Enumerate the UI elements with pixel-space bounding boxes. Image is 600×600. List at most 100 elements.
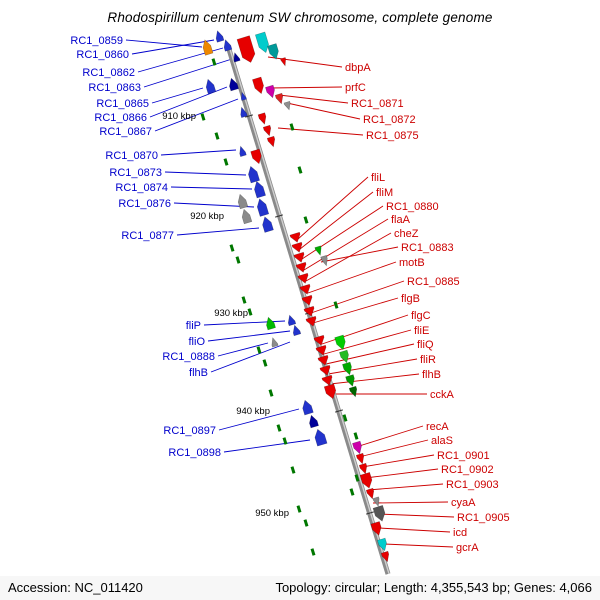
gene-arrow[interactable] [252,180,266,199]
gene-label-right[interactable]: dbpA [345,62,371,74]
gene-arrow[interactable] [345,374,357,388]
gene-label-left[interactable]: RC1_0865 [96,98,149,110]
gene-label-right[interactable]: fliL [371,172,385,184]
gene-arrow[interactable] [266,135,277,148]
gene-label-right[interactable]: recA [426,421,449,433]
gene-arrow[interactable] [359,472,374,489]
gene-arrow[interactable] [348,385,359,398]
gene-arrow[interactable] [358,462,369,475]
gene-arrow[interactable] [319,364,332,377]
gene-label-right[interactable]: prfC [345,82,366,94]
gene-arrow[interactable] [240,208,253,225]
gene-arrow[interactable] [320,255,330,267]
gene-label-right[interactable]: RC1_0902 [441,464,494,476]
gene-arrow[interactable] [314,245,323,256]
gene-arrow[interactable] [299,283,312,296]
gene-arrow[interactable] [239,91,247,101]
gene-label-left[interactable]: RC1_0888 [162,351,215,363]
gene-arrow[interactable] [377,537,388,552]
gene-arrow[interactable] [283,100,292,111]
gene-label-left[interactable]: fliO [189,336,206,348]
gene-label-left[interactable]: flhB [189,367,208,379]
gene-arrow[interactable] [355,452,366,465]
gene-label-right[interactable]: fliR [420,354,436,366]
gene-label-right[interactable]: gcrA [456,542,479,554]
gene-arrow[interactable] [289,231,302,244]
gene-label-left[interactable]: RC1_0877 [121,230,174,242]
gene-label-right[interactable]: RC1_0883 [401,242,454,254]
gene-arrow[interactable] [339,349,350,364]
gene-label-right[interactable]: cheZ [394,228,419,240]
gene-arrow[interactable] [236,35,257,65]
gene-arrow[interactable] [305,315,318,328]
gene-arrow[interactable] [334,334,348,351]
gene-arrow[interactable] [291,324,302,337]
gene-arrow[interactable] [270,337,279,348]
gene-arrow[interactable] [255,198,270,217]
gene-label-right[interactable]: fliE [414,325,429,337]
gene-arrow[interactable] [239,106,248,118]
gene-arrow[interactable] [342,361,353,376]
gene-arrow[interactable] [370,521,383,536]
gene-label-left[interactable]: RC1_0873 [109,167,162,179]
gene-arrow[interactable] [321,374,334,387]
gene-label-right[interactable]: RC1_0872 [363,114,416,126]
gene-arrow[interactable] [214,30,225,43]
gene-arrow[interactable] [236,193,249,210]
gene-arrow[interactable] [372,496,381,507]
gene-label-right[interactable]: flgB [401,293,420,305]
gene-label-left[interactable]: RC1_0898 [168,447,221,459]
gene-arrow[interactable] [257,112,268,126]
gene-arrow[interactable] [380,550,391,563]
gene-arrow[interactable] [232,52,241,63]
gene-label-left[interactable]: RC1_0897 [163,425,216,437]
gene-label-right[interactable]: RC1_0875 [366,130,419,142]
gene-arrow[interactable] [317,354,330,367]
gene-arrow[interactable] [313,428,328,447]
gene-label-right[interactable]: flhB [422,369,441,381]
gene-label-right[interactable]: RC1_0885 [407,276,460,288]
gene-label-right[interactable]: fliQ [417,339,434,351]
gene-arrow[interactable] [222,39,233,52]
gene-label-left[interactable]: RC1_0876 [118,198,171,210]
gene-arrow[interactable] [204,78,217,95]
gene-label-right[interactable]: RC1_0880 [386,201,439,213]
gene-arrow[interactable] [250,148,264,165]
gene-label-right[interactable]: RC1_0871 [351,98,404,110]
gene-arrow[interactable] [264,316,276,331]
gene-arrow[interactable] [307,414,319,429]
gene-arrow[interactable] [255,31,270,54]
gene-label-right[interactable]: flaA [391,214,411,226]
gene-arrow[interactable] [291,241,304,254]
gene-label-right[interactable]: icd [453,527,467,539]
gene-label-right[interactable]: cyaA [451,497,476,509]
gene-arrow[interactable] [365,487,376,500]
gene-arrow[interactable] [265,84,276,99]
gene-label-left[interactable]: RC1_0867 [99,126,152,138]
gene-arrow[interactable] [372,505,387,522]
gene-label-right[interactable]: alaS [431,435,453,447]
gene-arrow[interactable] [227,77,239,92]
gene-arrow[interactable] [246,165,260,184]
gene-label-left[interactable]: RC1_0863 [88,82,141,94]
gene-label-left[interactable]: RC1_0862 [82,67,135,79]
gene-label-right[interactable]: RC1_0903 [446,479,499,491]
gene-label-left[interactable]: RC1_0859 [70,35,123,47]
gene-arrow[interactable] [295,261,308,274]
gene-label-left[interactable]: RC1_0860 [76,49,129,61]
gene-label-right[interactable]: flgC [411,310,431,322]
gene-label-left[interactable]: RC1_0870 [105,150,158,162]
gene-arrow[interactable] [301,399,314,416]
gene-label-left[interactable]: RC1_0866 [94,112,147,124]
gene-label-left[interactable]: RC1_0874 [115,182,168,194]
gene-arrow[interactable] [262,124,273,137]
gene-label-right[interactable]: RC1_0901 [437,450,490,462]
gene-arrow[interactable] [313,334,326,347]
gene-arrow[interactable] [352,440,363,455]
gene-arrow[interactable] [238,145,247,157]
gene-arrow[interactable] [315,344,328,357]
gene-label-right[interactable]: fliM [376,187,393,199]
gene-arrow[interactable] [280,57,287,67]
gene-arrow[interactable] [301,294,314,307]
gene-arrow[interactable] [286,314,297,327]
